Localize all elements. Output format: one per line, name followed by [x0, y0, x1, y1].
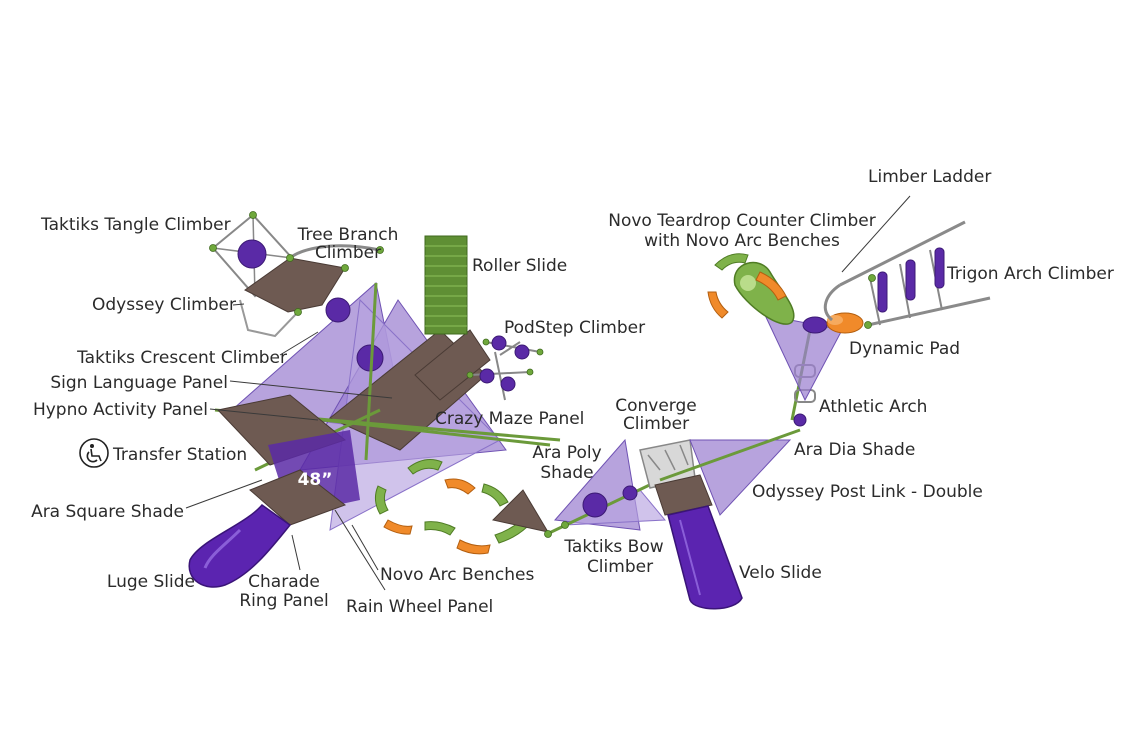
label-charade-line2: Ring Panel — [239, 591, 328, 611]
taktiks-tangle-climber — [209, 211, 294, 298]
label-novo-teardrop-line2: with Novo Arc Benches — [644, 231, 840, 251]
label-taktiks-bow-line2: Climber — [587, 557, 653, 577]
podstep-climber — [466, 335, 544, 401]
label-charade-line1: Charade — [248, 572, 320, 592]
leader-lines — [185, 195, 911, 591]
trigon-arch-climber — [823, 220, 991, 329]
deck-height-badge: 48” — [298, 470, 333, 490]
label-velo-slide: Velo Slide — [739, 563, 822, 583]
plan-labels: Taktiks Tangle Climber Tree Branch Climb… — [31, 167, 1114, 617]
label-ara-dia-shade: Ara Dia Shade — [794, 440, 915, 460]
label-roller-slide: Roller Slide — [472, 256, 567, 276]
label-transfer-station: Transfer Station — [112, 445, 247, 465]
label-rain-wheel-panel: Rain Wheel Panel — [346, 597, 493, 617]
label-converge-line2: Climber — [623, 414, 689, 434]
label-ara-poly-line1: Ara Poly — [532, 443, 601, 463]
label-crazy-maze-panel: Crazy Maze Panel — [435, 409, 584, 429]
luge-slide — [188, 503, 292, 588]
label-taktiks-crescent-climber: Taktiks Crescent Climber — [76, 348, 287, 368]
roller-slide — [424, 235, 468, 335]
wheelchair-accessibility-icon — [79, 438, 109, 468]
label-dynamic-pad: Dynamic Pad — [849, 339, 960, 359]
label-athletic-arch: Athletic Arch — [819, 397, 927, 417]
tree-branch-climber-deck — [244, 244, 384, 316]
label-luge-slide: Luge Slide — [107, 572, 195, 592]
novo-teardrop-counter-climber — [707, 253, 795, 325]
label-taktiks-bow-line1: Taktiks Bow — [563, 537, 663, 557]
label-taktiks-tangle-climber: Taktiks Tangle Climber — [40, 215, 231, 235]
dynamic-pad — [826, 312, 864, 334]
label-tree-branch-line2: Climber — [315, 243, 381, 263]
ara-dia-shade — [659, 428, 801, 516]
transfer-station-callout: Transfer Station — [79, 438, 247, 468]
label-ara-poly-line2: Shade — [540, 463, 593, 483]
label-trigon-arch-climber: Trigon Arch Climber — [946, 264, 1114, 284]
label-sign-language-panel: Sign Language Panel — [50, 373, 228, 393]
converge-climber — [639, 439, 696, 489]
label-converge-line1: Converge — [615, 396, 697, 416]
lower-deck: 48” — [217, 394, 360, 526]
label-hypno-activity-panel: Hypno Activity Panel — [33, 400, 208, 420]
label-ara-square-shade: Ara Square Shade — [31, 502, 184, 522]
label-novo-teardrop-line1: Novo Teardrop Counter Climber — [608, 211, 876, 231]
label-limber-ladder: Limber Ladder — [868, 167, 991, 187]
label-tree-branch-line1: Tree Branch — [297, 225, 399, 245]
label-odyssey-climber: Odyssey Climber — [92, 295, 236, 315]
dynamic-pad-shade — [764, 314, 843, 402]
taktiks-bow-climber — [544, 478, 661, 538]
label-podstep-climber: PodStep Climber — [504, 318, 645, 338]
velo-slide — [654, 474, 743, 610]
label-odyssey-post-link-double: Odyssey Post Link - Double — [752, 482, 983, 502]
label-novo-arc-benches: Novo Arc Benches — [380, 565, 534, 585]
